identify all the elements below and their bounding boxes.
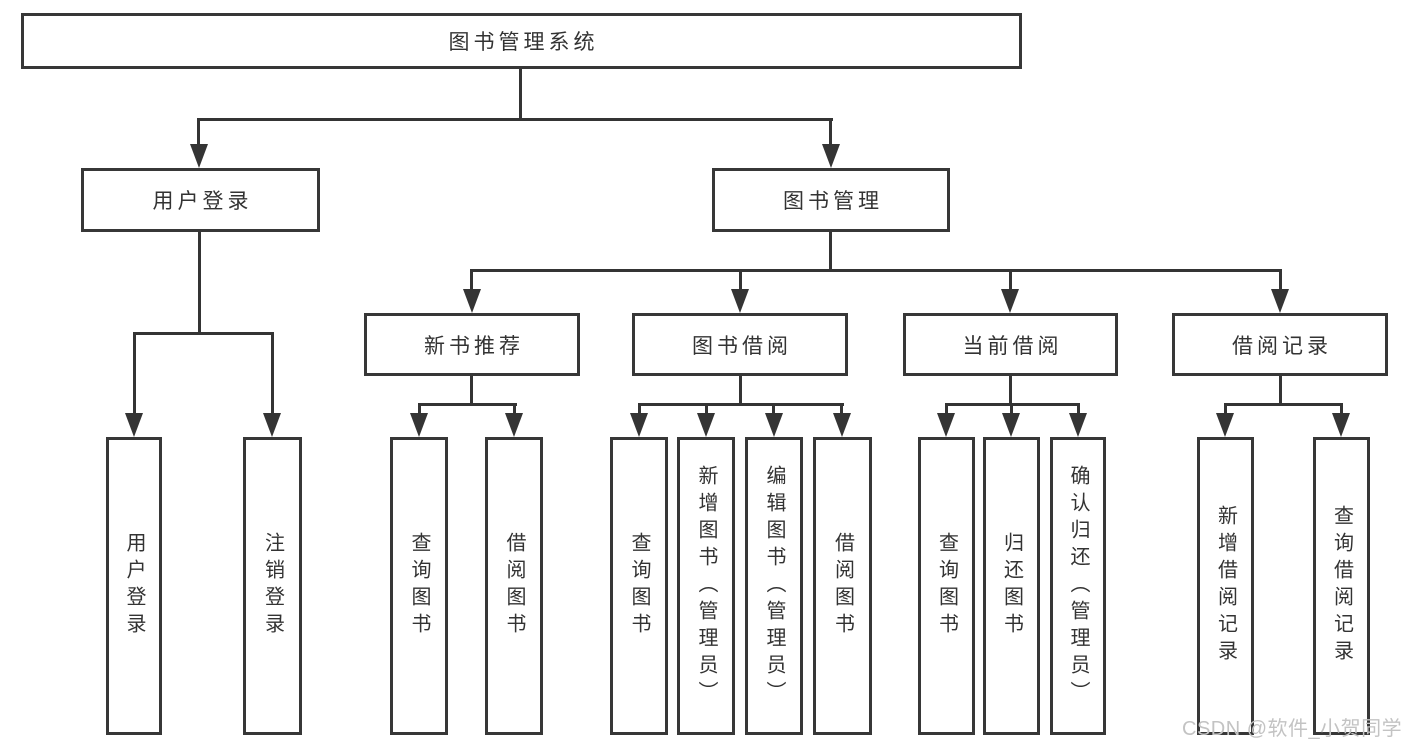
node-root-label: 图书管理系统 bbox=[448, 31, 599, 54]
leaf-confirm-return-admin-label: 确认归还（管理员） bbox=[1067, 464, 1089, 708]
leaf-recommend-query-book-label: 查询图书 bbox=[408, 532, 430, 640]
arrow-down-icon bbox=[263, 413, 281, 437]
leaf-add-book-admin-label: 新增图书（管理员） bbox=[695, 464, 717, 708]
connector-user-login-crossbar bbox=[133, 332, 274, 335]
leaf-return-book-label: 归还图书 bbox=[1000, 532, 1023, 640]
connector-drop-leaf bbox=[945, 403, 948, 416]
leaf-borrow-query-book: 查询图书 bbox=[610, 437, 668, 735]
connector-drop-leaf bbox=[705, 403, 708, 416]
connector-drop-leaf-logout bbox=[271, 332, 274, 416]
node-book-management: 图书管理 bbox=[712, 168, 950, 232]
leaf-edit-book-admin-label: 编辑图书（管理员） bbox=[763, 464, 785, 708]
leaf-add-borrow-record-label: 新增借阅记录 bbox=[1214, 505, 1237, 667]
leaf-edit-book-admin: 编辑图书（管理员） bbox=[745, 437, 803, 735]
leaf-recommend-query-book: 查询图书 bbox=[390, 437, 448, 735]
connector-drop-leaf bbox=[1077, 403, 1080, 416]
node-new-book-recommend-label: 新书推荐 bbox=[424, 334, 524, 358]
leaf-add-borrow-record: 新增借阅记录 bbox=[1197, 437, 1254, 735]
leaf-user-login: 用户登录 bbox=[106, 437, 162, 735]
connector-drop-new-book-recommend bbox=[470, 269, 473, 292]
arrow-down-icon bbox=[822, 144, 840, 168]
connector-book-management-stem bbox=[829, 232, 832, 272]
node-borrow-record: 借阅记录 bbox=[1172, 313, 1388, 376]
connector-drop-leaf bbox=[1010, 403, 1013, 416]
arrow-down-icon bbox=[1002, 413, 1020, 437]
arrow-down-icon bbox=[1216, 413, 1234, 437]
arrow-down-icon bbox=[505, 413, 523, 437]
connector-drop-user-login bbox=[197, 118, 200, 146]
arrow-down-icon bbox=[1069, 413, 1087, 437]
connector-root-crossbar bbox=[197, 118, 833, 121]
connector-drop-leaf bbox=[1340, 403, 1343, 416]
connector-user-login-stem bbox=[198, 232, 201, 335]
csdn-watermark: CSDN @软件_小贺同学 bbox=[1182, 718, 1403, 740]
leaf-add-book-admin: 新增图书（管理员） bbox=[677, 437, 735, 735]
leaf-logout-label: 注销登录 bbox=[261, 532, 284, 640]
leaf-query-borrow-record: 查询借阅记录 bbox=[1313, 437, 1370, 735]
connector-drop-book-borrow bbox=[739, 269, 742, 292]
connector-drop-leaf bbox=[1224, 403, 1227, 416]
node-borrow-record-label: 借阅记录 bbox=[1232, 334, 1332, 358]
node-book-borrow: 图书借阅 bbox=[632, 313, 848, 376]
arrow-down-icon bbox=[463, 289, 481, 313]
arrow-down-icon bbox=[937, 413, 955, 437]
arrow-down-icon bbox=[630, 413, 648, 437]
arrow-down-icon bbox=[833, 413, 851, 437]
connector-drop-leaf bbox=[513, 403, 516, 416]
node-book-management-label: 图书管理 bbox=[783, 190, 883, 213]
arrow-down-icon bbox=[1332, 413, 1350, 437]
node-current-borrow-label: 当前借阅 bbox=[962, 334, 1063, 358]
arrow-down-icon bbox=[1001, 289, 1019, 313]
leaf-borrow-query-book-label: 查询图书 bbox=[628, 532, 650, 640]
leaf-borrow-book-label: 借阅图书 bbox=[831, 532, 854, 640]
leaf-current-query-book: 查询图书 bbox=[918, 437, 975, 735]
leaf-user-login-label: 用户登录 bbox=[123, 532, 145, 640]
connector-drop-book-management bbox=[829, 118, 832, 146]
arrow-down-icon bbox=[190, 144, 208, 168]
connector-drop-leaf bbox=[638, 403, 641, 416]
connector-recommend-stem bbox=[470, 376, 473, 406]
connector-current-borrow-stem bbox=[1009, 376, 1012, 406]
connector-book-borrow-crossbar bbox=[638, 403, 844, 406]
connector-drop-leaf bbox=[418, 403, 421, 416]
node-book-borrow-label: 图书借阅 bbox=[692, 334, 792, 358]
connector-borrow-record-crossbar bbox=[1224, 403, 1343, 406]
arrow-down-icon bbox=[410, 413, 428, 437]
arrow-down-icon bbox=[125, 413, 143, 437]
connector-root-stem bbox=[519, 68, 522, 120]
node-current-borrow: 当前借阅 bbox=[903, 313, 1118, 376]
connector-drop-leaf bbox=[772, 403, 775, 416]
arrow-down-icon bbox=[697, 413, 715, 437]
leaf-recommend-borrow-book-label: 借阅图书 bbox=[503, 532, 525, 640]
leaf-confirm-return-admin: 确认归还（管理员） bbox=[1050, 437, 1106, 735]
leaf-recommend-borrow-book: 借阅图书 bbox=[485, 437, 543, 735]
leaf-logout: 注销登录 bbox=[243, 437, 302, 735]
node-user-login-label: 用户登录 bbox=[152, 190, 253, 213]
node-new-book-recommend: 新书推荐 bbox=[364, 313, 580, 376]
arrow-down-icon bbox=[1271, 289, 1289, 313]
connector-recommend-crossbar bbox=[418, 403, 517, 406]
connector-drop-leaf-user-login bbox=[133, 332, 136, 416]
connector-drop-borrow-record bbox=[1279, 269, 1282, 292]
connector-borrow-record-stem bbox=[1279, 376, 1282, 406]
arrow-down-icon bbox=[731, 289, 749, 313]
arrow-down-icon bbox=[765, 413, 783, 437]
leaf-query-borrow-record-label: 查询借阅记录 bbox=[1330, 505, 1353, 667]
leaf-current-query-book-label: 查询图书 bbox=[935, 532, 958, 640]
connector-drop-leaf bbox=[840, 403, 843, 416]
node-user-login: 用户登录 bbox=[81, 168, 320, 232]
node-root: 图书管理系统 bbox=[21, 13, 1022, 69]
connector-book-borrow-stem bbox=[739, 376, 742, 406]
connector-book-management-crossbar bbox=[470, 269, 1282, 272]
leaf-borrow-book: 借阅图书 bbox=[813, 437, 872, 735]
connector-drop-current-borrow bbox=[1009, 269, 1012, 292]
leaf-return-book: 归还图书 bbox=[983, 437, 1040, 735]
